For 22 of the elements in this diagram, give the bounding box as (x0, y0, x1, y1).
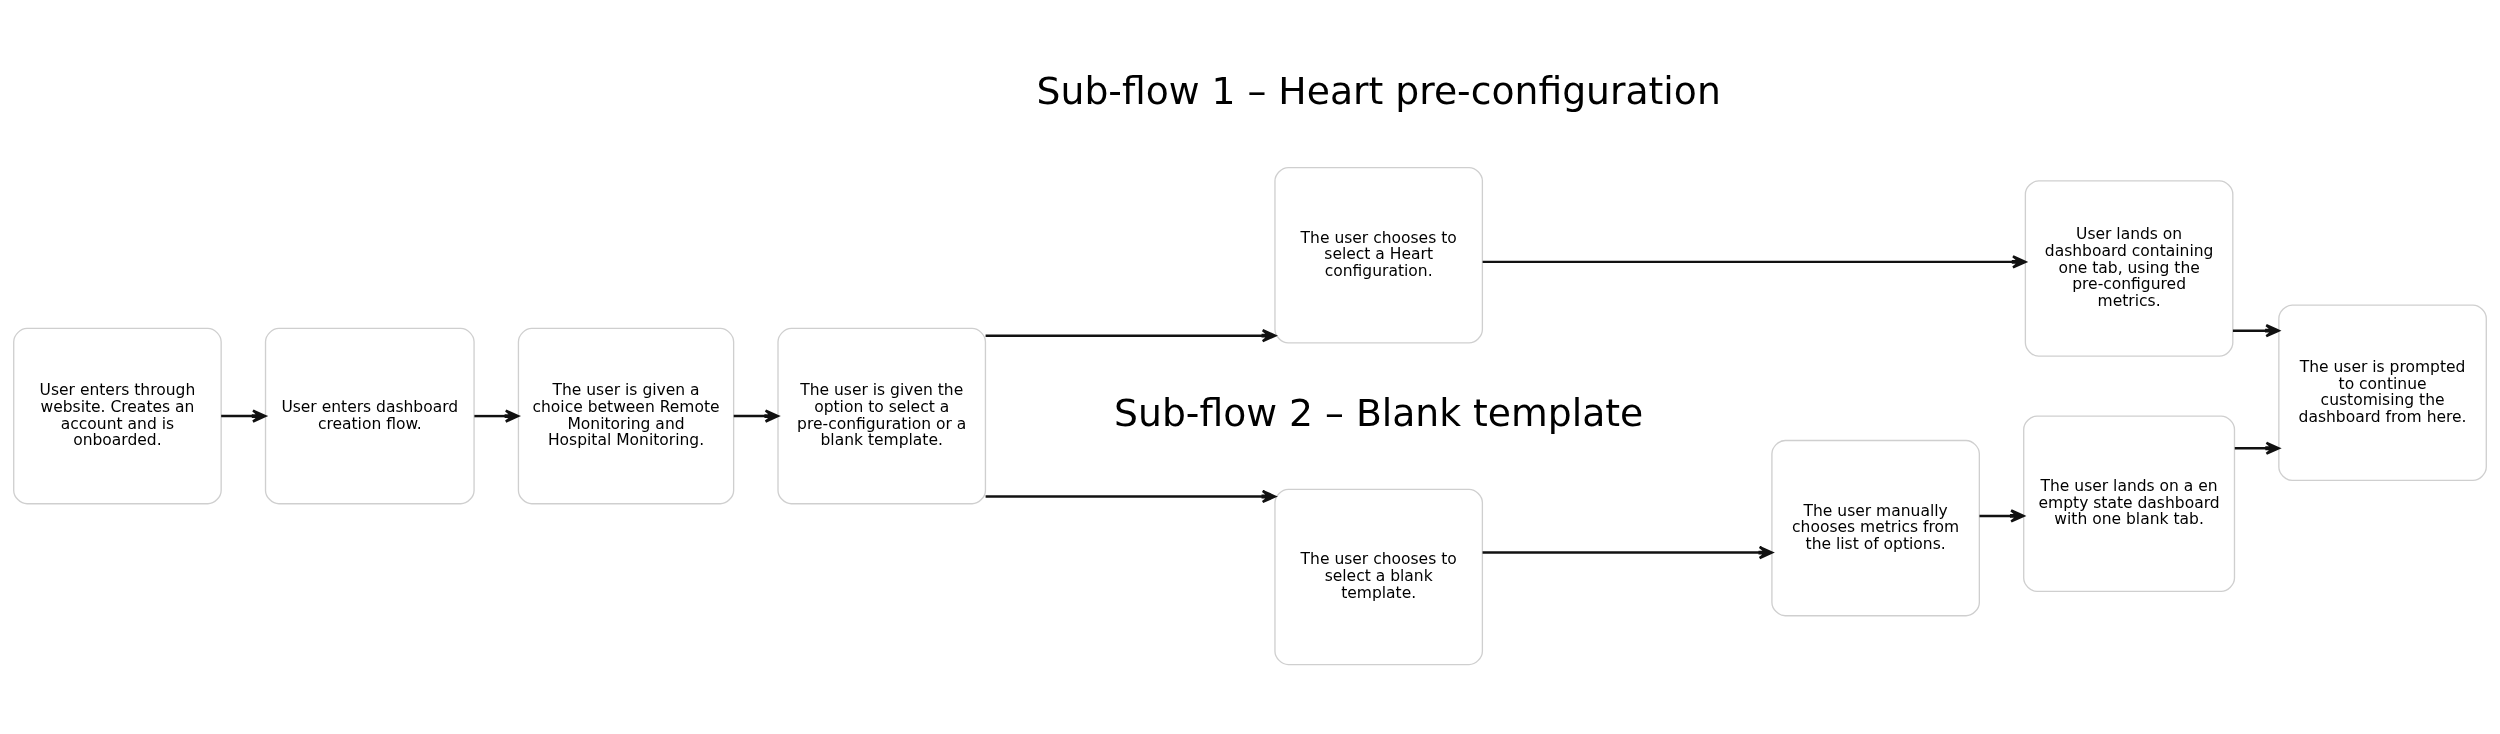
arrow (985, 328, 1277, 343)
arrow (1482, 255, 2027, 269)
node-box: The user manually chooses metrics from the list of options. (1771, 439, 1980, 617)
node-box: The user is given a choice between Remote Monitoring and Hospital Monitoring. (517, 327, 735, 505)
node-box: User lands on dashboard containing one tab, using the pre-configured metrics. (2024, 180, 2234, 357)
node-box: The user is prompted to continue customising the dashboard from here. (2278, 304, 2487, 482)
node-box: The user chooses to select a blank template. (1274, 488, 1484, 666)
arrow (221, 409, 267, 423)
node-box: The user is given the option to select a pre-configuration or a blank template. (777, 327, 987, 505)
label: Sub-flow 1 – Heart pre-configuration (1036, 69, 1721, 114)
node-box: User enters through website. Creates an account and is onboarded. (13, 327, 222, 505)
node-box: The user chooses to select a Heart configuration. (1274, 166, 1484, 344)
arrow (1482, 545, 1774, 560)
node-box: The user lands on a en empty state dashboard with one blank tab. (2023, 415, 2236, 592)
arrow (1979, 509, 2025, 523)
label: Sub-flow 2 – Blank template (1114, 390, 1644, 435)
node-box: User enters dashboard creation flow. (264, 327, 475, 505)
arrow (2232, 323, 2280, 338)
arrow (985, 489, 1277, 504)
arrow (474, 409, 520, 423)
arrow (2234, 441, 2280, 455)
arrow (733, 409, 780, 423)
